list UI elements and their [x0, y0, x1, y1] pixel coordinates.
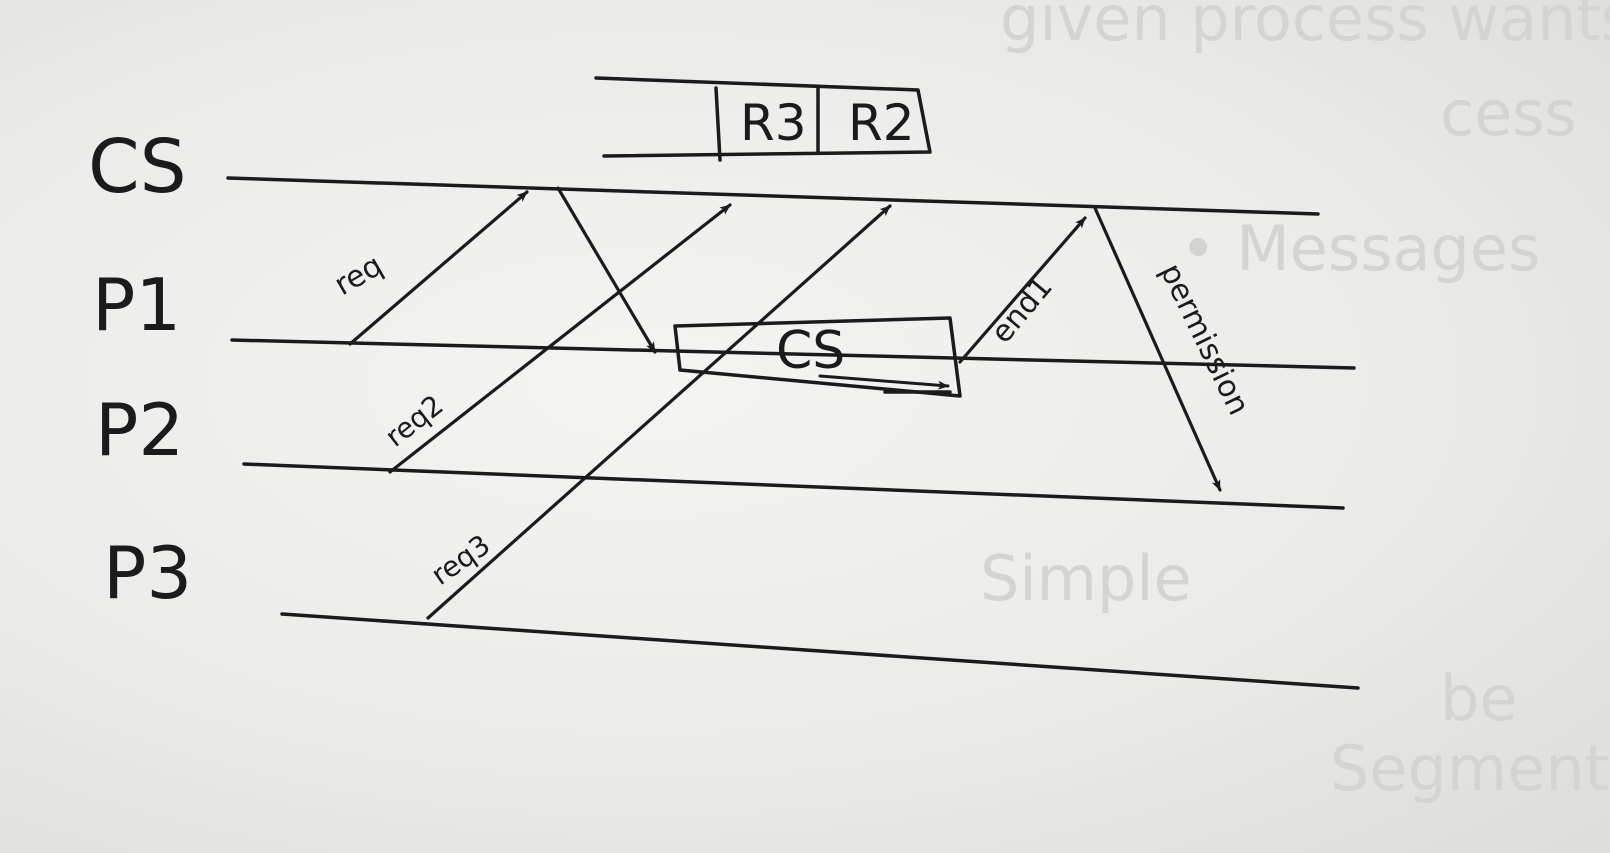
ghost-text-top: given process wants: [1000, 0, 1610, 55]
critical-section-box: CS: [673, 316, 962, 398]
ghost-text-messages: • Messages: [1180, 212, 1540, 285]
timeline-p3: [280, 612, 1360, 690]
timeline-cs: [226, 176, 1320, 216]
critical-section-duration-arrow: [818, 374, 950, 390]
queue-entry-r3: R3: [740, 94, 807, 152]
queue-entry-r2: R2: [848, 94, 915, 152]
msg-label-end1: end1: [984, 270, 1059, 350]
arrow-permission-cs-to-p2: [1093, 206, 1222, 492]
ghost-text-be: be: [1440, 662, 1518, 735]
arrow-end1-p1-to-cs: [958, 216, 1087, 364]
arrow-req3-p3-to-cs: [426, 204, 892, 620]
critical-section-label: CS: [776, 321, 845, 381]
msg-label-req2: req2: [379, 388, 450, 453]
queue-outline: [594, 76, 932, 158]
queue-divider-left: [714, 86, 722, 162]
msg-label-req: req: [329, 248, 389, 303]
background-bleed-text: given process wants • Messages Simple ce…: [980, 0, 1610, 805]
label-p3: P3: [103, 531, 192, 615]
ghost-text-simple: Simple: [980, 542, 1192, 615]
ghost-text-cess: cess: [1440, 77, 1577, 150]
label-cs: CS: [88, 124, 187, 210]
timeline-p2: [242, 462, 1345, 510]
label-p1: P1: [92, 263, 181, 347]
msg-label-req3: req3: [425, 528, 496, 592]
arrow-grant-cs-to-p1: [556, 186, 657, 354]
critical-section-outline: [673, 316, 962, 398]
arrow-req2-p2-to-cs: [388, 203, 732, 474]
label-p2: P2: [95, 388, 184, 472]
ghost-text-segment: Segment: [1330, 732, 1609, 805]
request-queue: R3 R2: [594, 76, 932, 162]
arrow-req-p1-to-cs: [348, 190, 529, 346]
timeline-p1: [230, 338, 1356, 370]
